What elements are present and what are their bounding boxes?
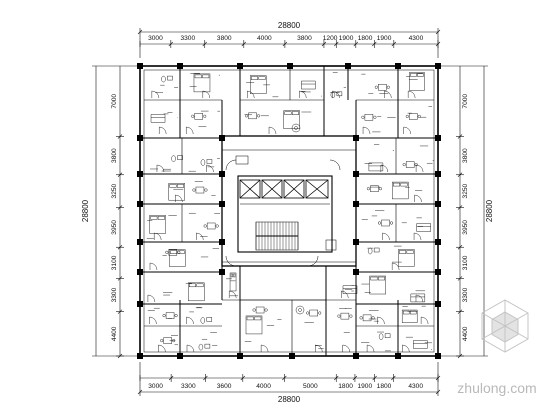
top-dimension-label: 4300: [409, 35, 424, 42]
left-dimension-label: 7000: [111, 94, 118, 109]
left-dimension-label: 3800: [111, 148, 118, 163]
bottom-dimension-label: 1800: [338, 383, 353, 390]
bottom-dimension-chain: [137, 362, 441, 396]
building-outline: [139, 65, 439, 357]
bottom-dimension-label: 4300: [408, 383, 423, 390]
watermark-text: zhulong.com: [457, 380, 536, 396]
overall-height-left: 28800: [81, 199, 90, 222]
right-dimension-label: 3950: [462, 220, 469, 235]
elevator-shafts: [239, 179, 330, 205]
right-dimension-label: 3300: [462, 287, 469, 302]
right-dimension-chain: [438, 65, 488, 357]
overall-width-top: 28800: [278, 21, 301, 30]
unit-walls: [140, 66, 438, 356]
bottom-dimension-label: 1800: [377, 383, 392, 390]
top-dimension-label: 1900: [339, 35, 354, 42]
bottom-dimension-label: 3600: [217, 383, 232, 390]
bottom-dimension-label: 3000: [148, 383, 163, 390]
right-dimension-label: 7000: [462, 94, 469, 109]
left-dimension-label: 3300: [111, 287, 118, 302]
bottom-dimension-label: 3300: [181, 383, 196, 390]
bottom-dimension-label: 4000: [256, 383, 271, 390]
top-dimension-label: 3000: [148, 35, 163, 42]
left-dimension-label: 3950: [111, 220, 118, 235]
column: [435, 353, 441, 359]
right-dimension-label: 3250: [462, 183, 469, 198]
right-dimension-label: 4400: [462, 326, 469, 341]
top-dimension-label: 1200: [323, 35, 338, 42]
top-dimension-label: 3800: [297, 35, 312, 42]
bottom-dimension-label: 5000: [303, 383, 318, 390]
left-dimension-label: 3100: [111, 255, 118, 270]
right-dimension-label: 3100: [462, 255, 469, 270]
column: [435, 63, 441, 69]
bottom-dimension-label: 1900: [357, 383, 372, 390]
core-doors: [225, 155, 341, 267]
top-dimension-label: 3800: [217, 35, 232, 42]
zhulong-watermark: zhulong.com: [457, 299, 537, 396]
column: [137, 63, 143, 69]
overall-width-bottom: 28800: [278, 395, 301, 404]
top-dimension-label: 4000: [257, 35, 272, 42]
top-dimension-label: 1800: [358, 35, 373, 42]
overall-height-right: 28800: [485, 199, 494, 222]
furniture-fixtures: [146, 72, 434, 353]
left-dimension-label: 3250: [111, 183, 118, 198]
top-dimension-label: 1900: [377, 35, 392, 42]
zhulong-logo-icon: [481, 299, 529, 353]
column: [137, 353, 143, 359]
right-dimension-label: 3800: [462, 148, 469, 163]
left-dimension-label: 4400: [111, 326, 118, 341]
top-dimension-label: 3300: [180, 35, 195, 42]
structural-columns: [137, 63, 441, 359]
